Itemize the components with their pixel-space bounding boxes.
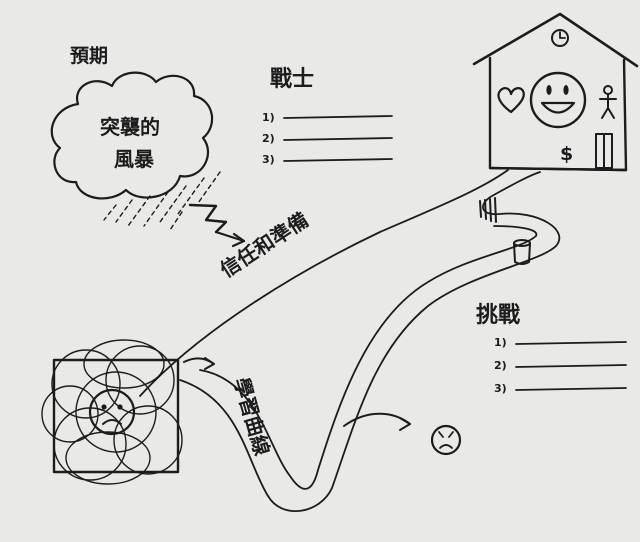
challenge-item-3-line: [515, 387, 627, 391]
challenge-item-1-line: [515, 341, 627, 345]
lightning-bolt-icon: [188, 203, 246, 248]
challenge-list: 挑戰 1) 2) 3): [476, 303, 627, 395]
expectation-title: 預期: [70, 45, 108, 67]
arrow-to-sad-face-icon: [343, 412, 411, 431]
curve-start-arrow-icon: [183, 357, 215, 370]
house-icon: $: [472, 12, 639, 172]
cup-icon: [513, 239, 531, 265]
storm-cloud: 突襲的 風暴: [50, 71, 214, 200]
warrior-item-2-line: [283, 137, 393, 141]
storm-label-line1: 突襲的: [100, 115, 160, 139]
warrior-item-3-line: [283, 158, 393, 162]
warrior-list: 戰士 1) 2) 3): [262, 67, 393, 166]
warrior-item-1-number: 1): [262, 111, 275, 124]
door-icon: [595, 133, 613, 169]
warrior-item-1-line: [283, 115, 393, 119]
challenge-title: 挑戰: [476, 303, 520, 328]
sad-face-icon: [88, 388, 136, 436]
storm-label-line2: 風暴: [114, 147, 155, 171]
path-stripes: [479, 197, 497, 223]
warrior-item-2-number: 2): [262, 132, 275, 145]
dollar-sign-icon: $: [560, 143, 573, 165]
path-trust-line: [139, 169, 509, 397]
challenge-item-2-number: 2): [494, 359, 507, 372]
warrior-title: 戰士: [270, 67, 314, 92]
challenge-item-1-number: 1): [494, 336, 507, 349]
frowning-face-icon: [430, 424, 462, 456]
rain-lines: [103, 171, 221, 231]
challenge-item-3-number: 3): [494, 382, 507, 395]
smiley-face-icon: [529, 71, 587, 129]
clock-icon: [551, 29, 569, 47]
heart-icon: [497, 87, 525, 114]
stick-figure-icon: [599, 85, 617, 119]
warrior-item-3-number: 3): [262, 153, 275, 166]
tangled-box: [41, 339, 183, 485]
challenge-item-2-line: [515, 364, 627, 368]
